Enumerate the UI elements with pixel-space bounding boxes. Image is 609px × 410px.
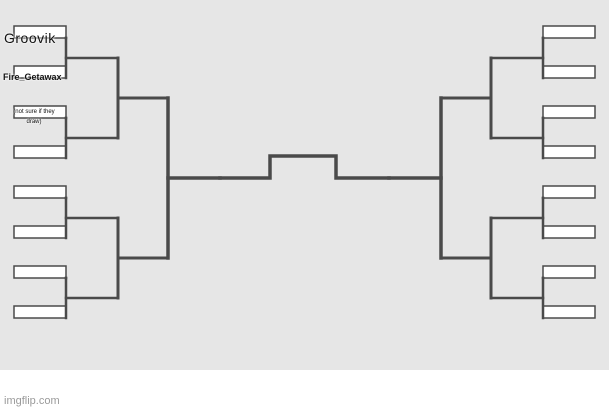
right-slot-3 bbox=[542, 105, 596, 119]
left-slot-7 bbox=[13, 265, 67, 279]
left-slot-1 bbox=[13, 25, 67, 39]
left-slot-6 bbox=[13, 225, 67, 239]
entrant-label-fire-getawax: Fire_Getawax bbox=[3, 72, 62, 82]
right-slot-4 bbox=[542, 145, 596, 159]
right-slot-8 bbox=[542, 305, 596, 319]
right-slot-1 bbox=[542, 25, 596, 39]
left-slot-3 bbox=[13, 105, 67, 119]
bracket-lines bbox=[13, 25, 596, 320]
final-bracket bbox=[218, 154, 391, 180]
left-slot-4 bbox=[13, 145, 67, 159]
entrant-label-note: (not sure if they draw) bbox=[13, 109, 55, 125]
bracket-board: Groovik Fire_Getawax (not sure if they d… bbox=[0, 0, 609, 370]
imgflip-watermark: imgflip.com bbox=[4, 395, 60, 407]
entrant-label-groovik: Groovik bbox=[4, 30, 56, 46]
right-slot-7 bbox=[542, 265, 596, 279]
right-slot-5 bbox=[542, 185, 596, 199]
right-slot-6 bbox=[542, 225, 596, 239]
right-slot-2 bbox=[542, 65, 596, 79]
left-slot-8 bbox=[13, 305, 67, 319]
left-slot-5 bbox=[13, 185, 67, 199]
